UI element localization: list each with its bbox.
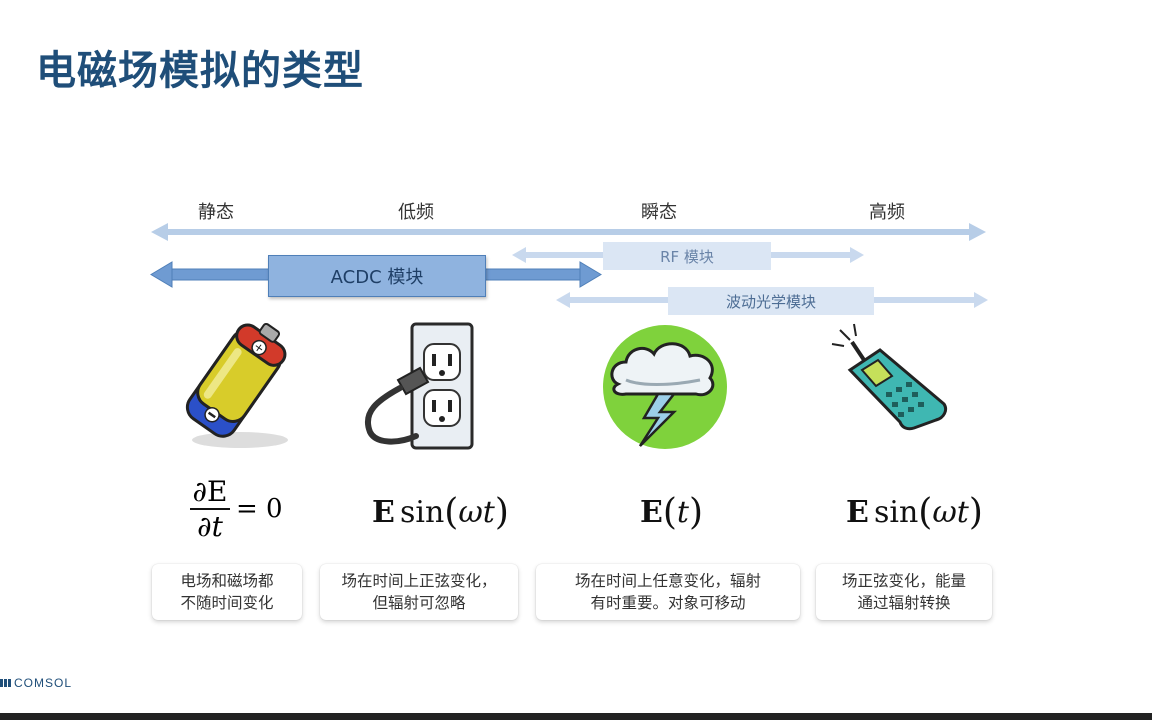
full-range-arrow xyxy=(151,223,986,241)
equation-static-denominator: ∂t xyxy=(197,510,223,543)
equation-static: ∂E ∂t xyxy=(188,476,232,544)
equation-low-freq: E sin(ωt) xyxy=(372,492,509,533)
equation-high-freq-fn: sin xyxy=(873,495,919,530)
description-card-low-freq: 场在时间上正弦变化， 但辐射可忽略 xyxy=(320,564,518,620)
power-outlet-icon xyxy=(365,322,474,450)
wave-optics-module-label: 波动光学模块 xyxy=(668,287,874,315)
equation-low-freq-fn: sin xyxy=(399,495,445,530)
equation-low-freq-field: E xyxy=(372,495,395,530)
range-label-high-freq: 高频 xyxy=(869,202,905,223)
mobile-phone-icon xyxy=(831,323,948,431)
description-static-line1: 电场和磁场都 xyxy=(180,572,274,590)
equation-low-freq-arg: ωt xyxy=(458,495,495,530)
equation-transient-field: E xyxy=(640,495,663,530)
comsol-logo-mark-icon xyxy=(0,679,11,687)
description-card-transient: 场在时间上任意变化，辐射有时重要。对象可移动 xyxy=(536,564,800,620)
equation-high-freq-field: E xyxy=(846,495,869,530)
description-transient-line2: 有时重要。对象可移动 xyxy=(590,594,746,612)
bottom-border xyxy=(0,713,1152,720)
equation-transient: E(t) xyxy=(640,492,704,533)
description-card-static: 电场和磁场都不随时间变化 xyxy=(152,564,302,620)
range-label-static: 静态 xyxy=(198,202,234,223)
page-title: 电磁场模拟的类型 xyxy=(36,48,364,94)
comsol-logo: COMSOL xyxy=(0,676,72,690)
battery-icon: + xyxy=(185,322,288,448)
description-transient-line1: 场在时间上任意变化，辐射 xyxy=(574,572,761,590)
equation-static-rhs: = 0 xyxy=(236,494,283,524)
equation-high-freq: E sin(ωt) xyxy=(846,492,983,533)
description-high-freq-line1: 场正弦变化，能量 xyxy=(841,572,966,590)
description-low-freq-line1: 场在时间上正弦变化， xyxy=(341,572,497,590)
comsol-logo-text: COMSOL xyxy=(14,676,73,690)
description-high-freq-line2: 通过辐射转换 xyxy=(857,594,951,612)
storm-cloud-icon xyxy=(603,325,727,449)
description-card-high-freq: 场正弦变化，能量通过辐射转换 xyxy=(816,564,992,620)
equation-transient-arg: t xyxy=(676,495,689,530)
description-low-freq-line2: 但辐射可忽略 xyxy=(372,594,466,612)
range-label-low-freq: 低频 xyxy=(398,202,434,223)
description-static-line2: 不随时间变化 xyxy=(180,594,274,612)
equation-high-freq-arg: ωt xyxy=(932,495,969,530)
range-label-transient: 瞬态 xyxy=(641,202,677,223)
equation-static-numerator: ∂E xyxy=(192,475,228,508)
acdc-module-label: ACDC 模块 xyxy=(268,255,486,297)
rf-module-label: RF 模块 xyxy=(603,242,771,270)
